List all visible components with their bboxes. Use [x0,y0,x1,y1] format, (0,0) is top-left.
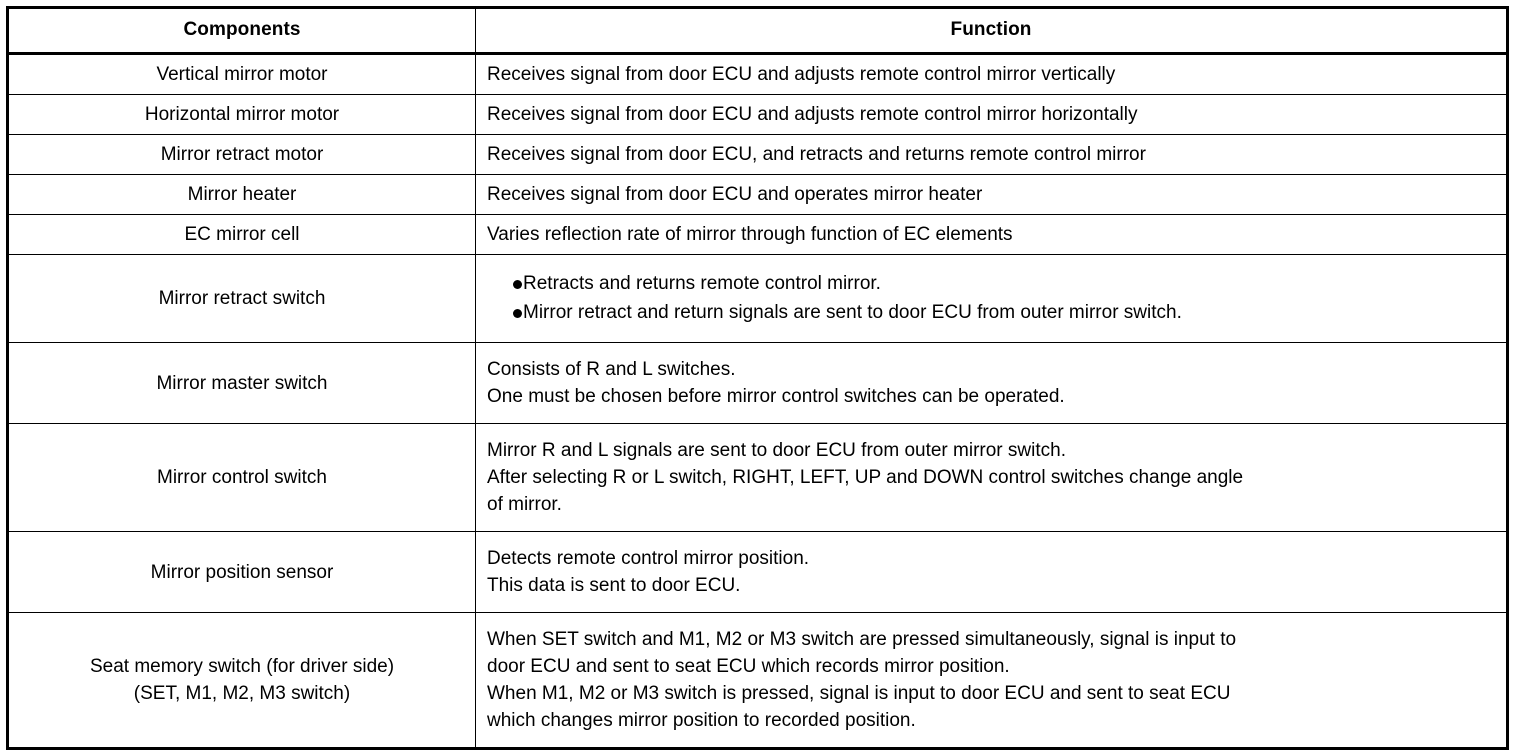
bullet-dot-icon [513,280,522,289]
table-header: Components Function [7,7,1508,55]
table-body: Vertical mirror motor Receives signal fr… [7,53,1508,749]
cell-component: EC mirror cell [7,214,476,255]
cell-component: Vertical mirror motor [7,53,476,95]
table-row: EC mirror cell Varies reflection rate of… [7,214,1508,255]
cell-component: Horizontal mirror motor [7,94,476,135]
table-header-row: Components Function [7,7,1508,55]
column-header-function: Function [475,7,1508,55]
cell-component: Mirror master switch [7,342,476,424]
table-row: Mirror position sensor Detects remote co… [7,531,1508,613]
cell-component: Seat memory switch (for driver side) (SE… [7,612,476,749]
components-function-table: Components Function Vertical mirror moto… [6,6,1509,750]
list-item: Retracts and returns remote control mirr… [487,269,1496,298]
cell-component: Mirror control switch [7,423,476,532]
table-row: Seat memory switch (for driver side) (SE… [7,612,1508,749]
function-bullet-list: Retracts and returns remote control mirr… [487,269,1496,327]
cell-component: Mirror retract motor [7,134,476,175]
cell-component: Mirror position sensor [7,531,476,613]
cell-function: Consists of R and L switches. One must b… [475,342,1508,424]
table-row: Horizontal mirror motor Receives signal … [7,94,1508,135]
table-row: Mirror retract switch Retracts and retur… [7,254,1508,343]
table-row: Mirror control switch Mirror R and L sig… [7,423,1508,532]
cell-function: Receives signal from door ECU, and retra… [475,134,1508,175]
cell-function: Receives signal from door ECU and adjust… [475,94,1508,135]
cell-component: Mirror heater [7,174,476,215]
cell-function: Receives signal from door ECU and adjust… [487,64,1116,85]
cell-function: Varies reflection rate of mirror through… [475,214,1508,255]
table-row: Mirror heater Receives signal from door … [7,174,1508,215]
cell-component: Mirror retract switch [7,254,476,343]
cell-function: Mirror R and L signals are sent to door … [475,423,1508,532]
cell-function: When SET switch and M1, M2 or M3 switch … [475,612,1508,749]
document-sheet: Components Function Vertical mirror moto… [6,6,1509,750]
cell-function: Detects remote control mirror position. … [475,531,1508,613]
list-item-label: Retracts and returns remote control mirr… [523,273,881,294]
list-item-label: Mirror retract and return signals are se… [523,302,1182,323]
table-row: Mirror retract motor Receives signal fro… [7,134,1508,175]
cell-function: Retracts and returns remote control mirr… [475,254,1508,343]
column-header-components: Components [7,7,476,55]
table-row: Vertical mirror motor Receives signal fr… [7,53,1508,95]
list-item: Mirror retract and return signals are se… [487,298,1496,327]
bullet-dot-icon [513,309,522,318]
table-row: Mirror master switch Consists of R and L… [7,342,1508,424]
cell-function: Receives signal from door ECU and operat… [475,174,1508,215]
